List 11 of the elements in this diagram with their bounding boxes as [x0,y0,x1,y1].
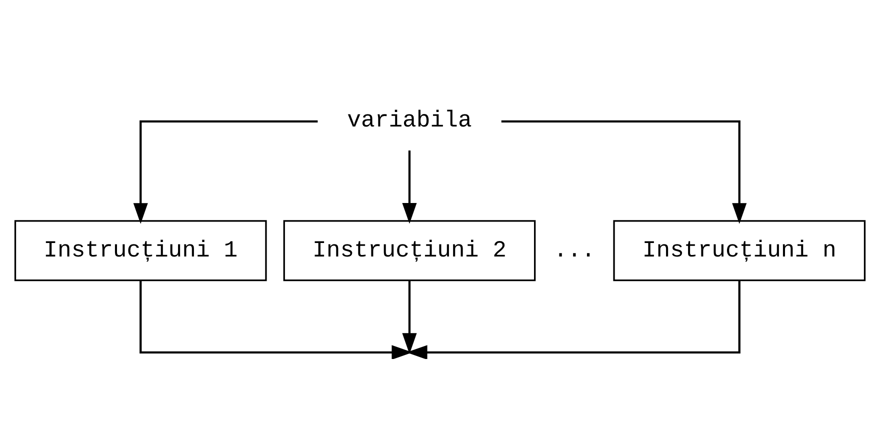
node-box: Instrucțiuni 2 [283,220,536,281]
label: ... [554,237,596,264]
arrow [402,280,417,354]
arrow [406,280,740,358]
node-box: Instrucțiuni 1 [14,220,267,281]
arrow [402,150,417,224]
node-text: variabila [347,106,472,133]
node-box: Instrucțiuni n [613,220,866,281]
arrow [501,120,747,224]
arrow [133,120,318,224]
arrow [140,280,413,358]
